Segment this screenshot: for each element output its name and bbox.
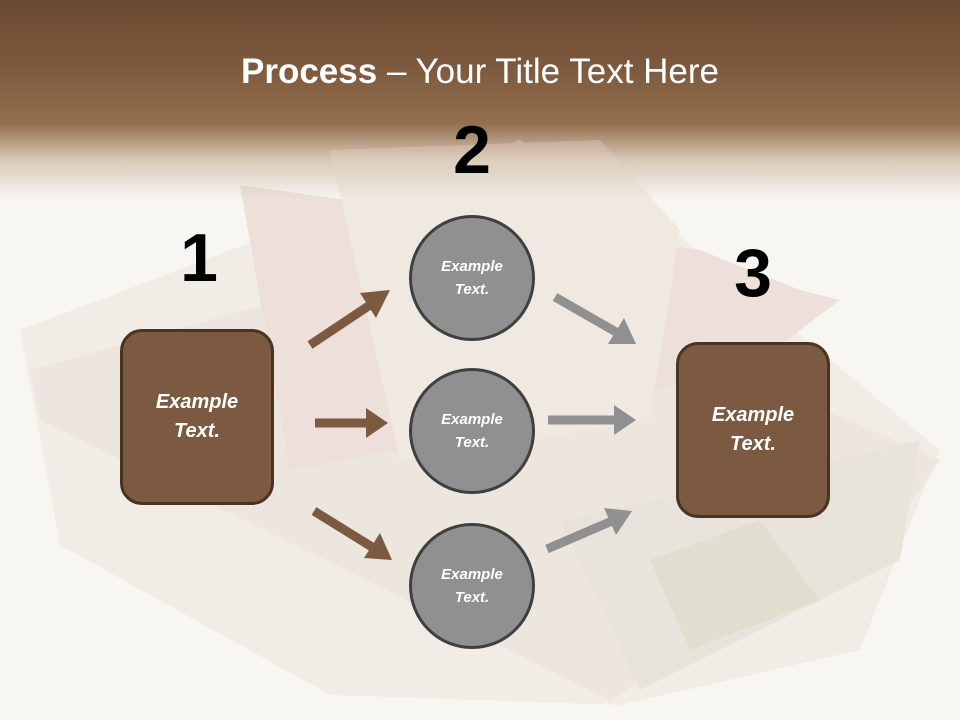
- circle-top: Example Text.: [409, 215, 535, 341]
- left-process-box: Example Text.: [120, 329, 274, 505]
- arrow-bottom-to-right: [545, 508, 632, 554]
- step-number-1: 1: [180, 220, 218, 296]
- right-box-text: Example Text.: [711, 404, 795, 455]
- arrow-left-to-middle: [315, 408, 388, 438]
- title-rest: – Your Title Text Here: [377, 52, 719, 91]
- slide-title: Process – Your Title Text Here: [0, 52, 960, 92]
- step-number-3: 3: [734, 235, 772, 311]
- arrow-middle-to-right: [548, 405, 636, 435]
- header-band: [0, 0, 960, 200]
- circle-bottom-text: Example Text.: [441, 566, 503, 606]
- title-bold: Process: [241, 52, 378, 91]
- left-box-text: Example Text.: [155, 391, 239, 442]
- arrow-left-to-top: [307, 290, 390, 349]
- step-number-2: 2: [453, 112, 491, 188]
- circle-middle: Example Text.: [409, 368, 535, 494]
- arrow-left-to-bottom: [311, 507, 392, 560]
- circle-middle-text: Example Text.: [441, 411, 503, 451]
- arrow-top-to-right: [552, 293, 636, 344]
- right-process-box: Example Text.: [676, 342, 830, 518]
- circle-bottom: Example Text.: [409, 523, 535, 649]
- circle-top-text: Example Text.: [441, 258, 503, 298]
